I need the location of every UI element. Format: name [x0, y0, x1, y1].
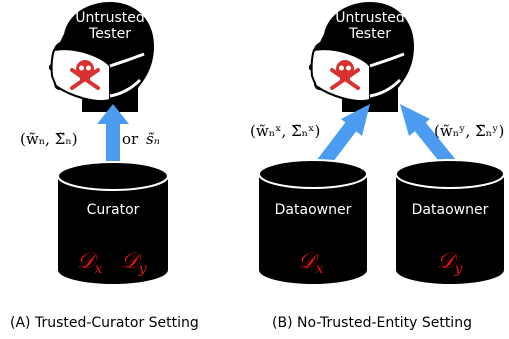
caption-a: (A) Trusted-Curator Setting	[10, 315, 199, 331]
dataowner-label: Dataowner	[412, 202, 489, 218]
skull-icon	[70, 60, 100, 90]
message-right-label: (w̃ₙʸ, Σ̃ₙʸ)	[434, 122, 504, 140]
or-label: or	[122, 130, 139, 148]
curator-cylinder: Curator 𝒟x 𝒟y	[57, 161, 169, 284]
tester-label-line2: Tester	[88, 26, 131, 42]
dataset-x-label-a: 𝒟x	[77, 249, 103, 277]
caption-b: (B) No-Trusted-Entity Setting	[272, 315, 472, 331]
tester-label-line1: Untrusted	[335, 10, 405, 26]
panel-a: Untrusted Tester (w̃ₙ, Σ̃ₙ) or s̃ₙ Curat…	[10, 0, 199, 331]
dataset-y-label-b: 𝒟y	[437, 249, 464, 277]
dataowner-cylinder-left: Dataowner 𝒟x	[258, 159, 368, 284]
panel-b: Untrusted Tester (w̃ₙˣ, Σ̃ₙˣ) (w̃ₙʸ, Σ̃ₙ…	[250, 0, 505, 331]
tester-label-line2: Tester	[348, 26, 391, 42]
dataowner-cylinder-right: Dataowner 𝒟y	[395, 159, 505, 284]
skull-icon	[330, 60, 360, 90]
tester-label-line1: Untrusted	[75, 10, 145, 26]
curator-label: Curator	[87, 202, 140, 218]
dataset-y-label-a: 𝒟y	[121, 249, 148, 277]
dataset-x-label-b: 𝒟x	[298, 249, 324, 277]
message-weights-label: (w̃ₙ, Σ̃ₙ)	[20, 130, 78, 148]
upload-arrow-a	[97, 104, 129, 162]
untrusted-tester-head-b: Untrusted Tester	[308, 0, 416, 114]
message-score-label: s̃ₙ	[146, 130, 160, 148]
dataowner-label: Dataowner	[275, 202, 352, 218]
untrusted-tester-head-a: Untrusted Tester	[48, 0, 156, 114]
message-left-label: (w̃ₙˣ, Σ̃ₙˣ)	[250, 122, 320, 140]
